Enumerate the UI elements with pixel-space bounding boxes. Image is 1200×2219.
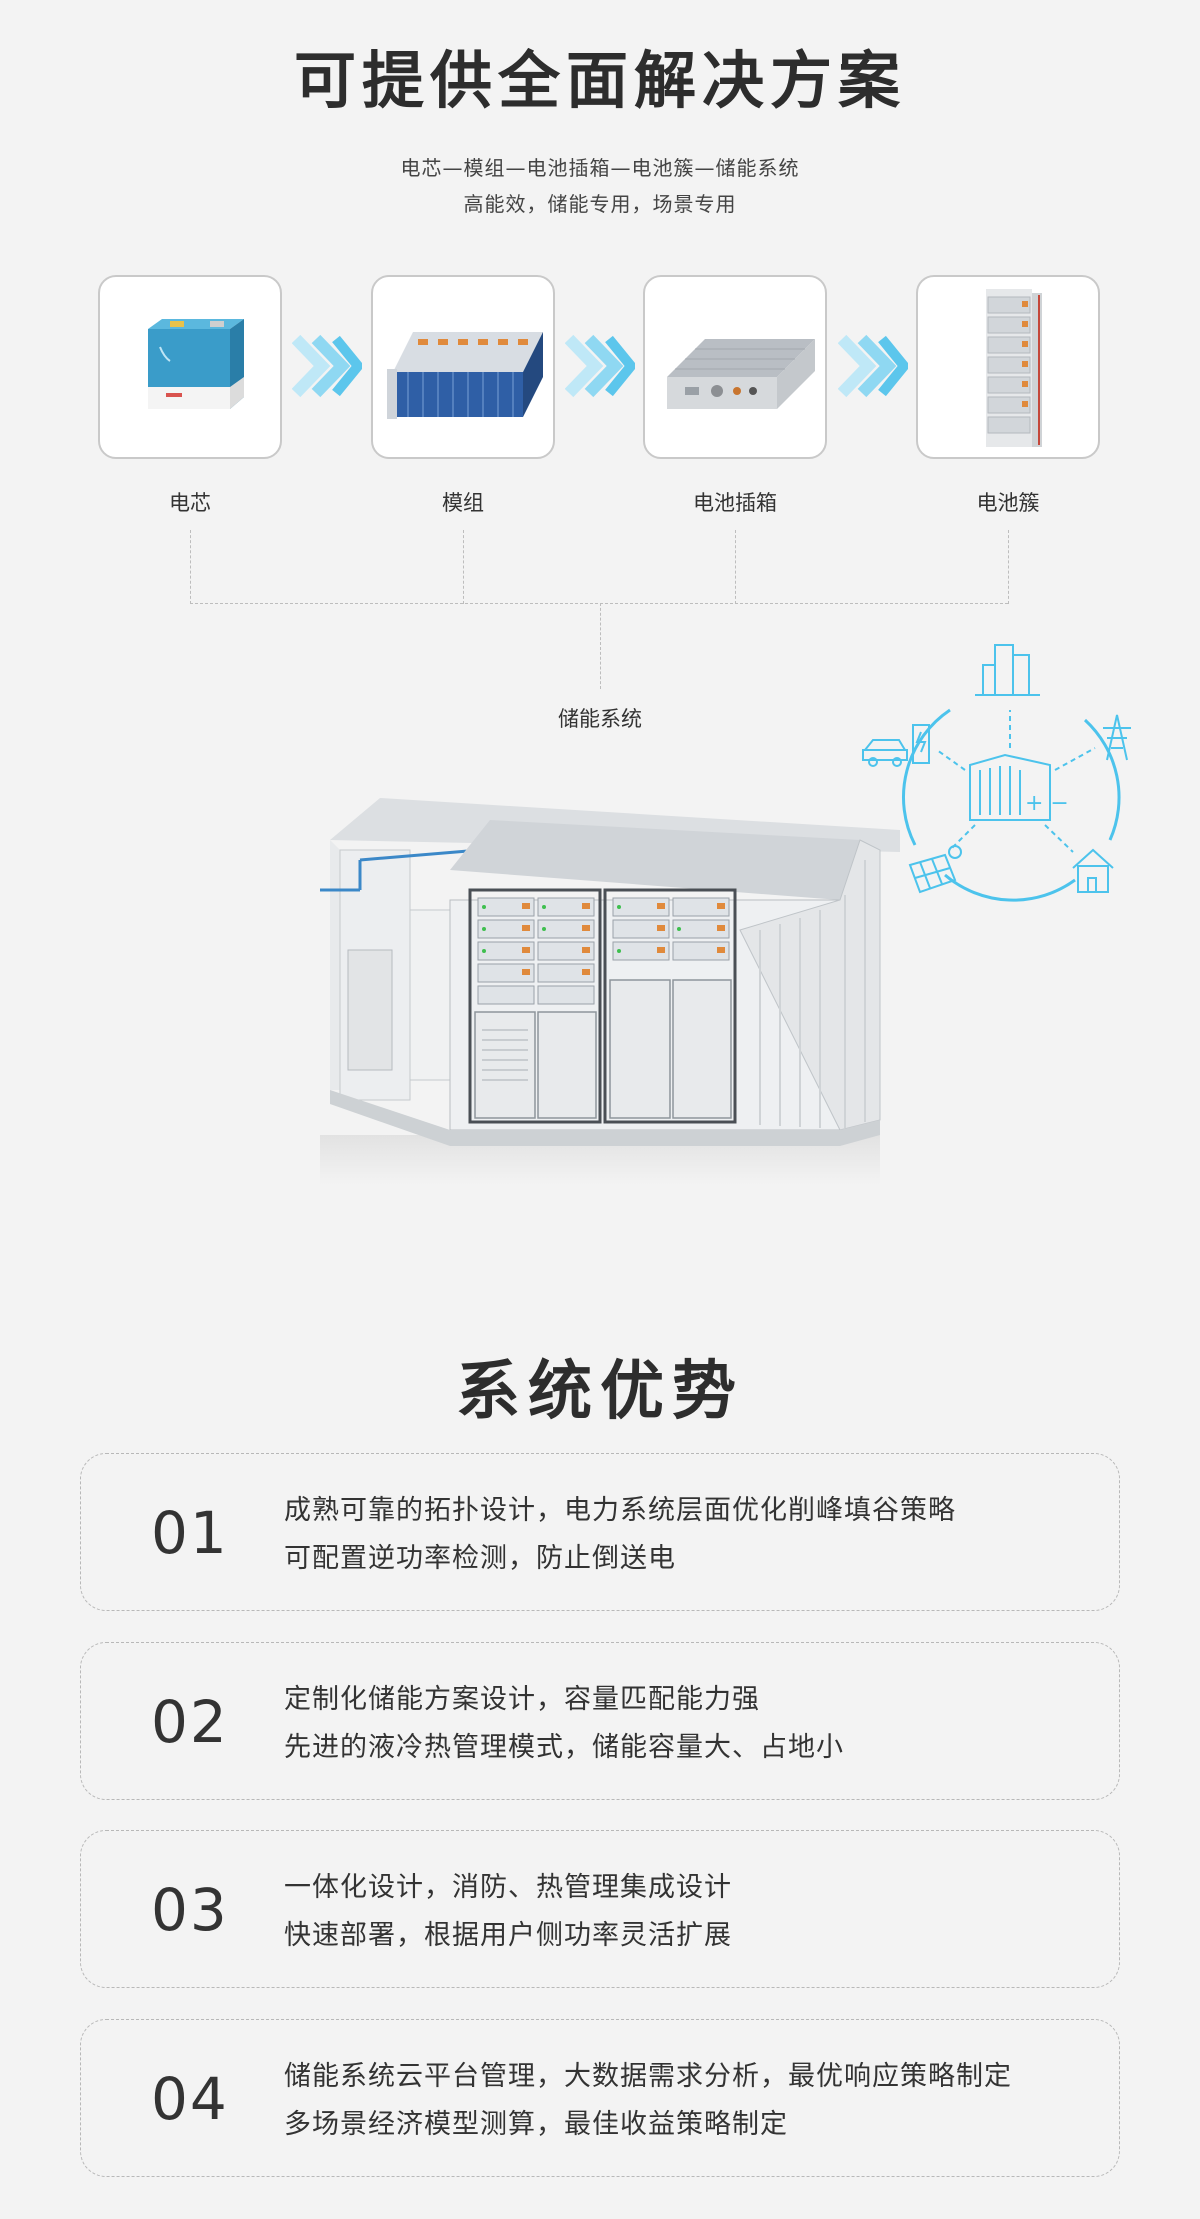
- advantages-title: 系统优势: [456, 1355, 744, 1429]
- page-title: 可提供全面解决方案: [293, 44, 906, 117]
- advantage-text: 储能系统云平台管理，大数据需求分析，最优响应策略制定: [284, 2061, 1012, 2092]
- advantage-card: 03 一体化设计，消防、热管理集成设计 快速部署，根据用户侧功率灵活扩展: [80, 1830, 1120, 1988]
- connector-line: [600, 603, 601, 689]
- energy-storage-container-image: [320, 798, 900, 1185]
- advantage-card: 02 定制化储能方案设计，容量匹配能力强 先进的液冷热管理模式，储能容量大、占地…: [80, 1642, 1120, 1800]
- advantage-number: 04: [151, 2065, 229, 2133]
- subtitle-chain: 电芯—模组—电池插箱—电池簇—储能系统: [400, 156, 800, 180]
- battery-module-image: [371, 275, 555, 459]
- connector-line: [463, 530, 464, 604]
- component-label-module: 模组: [442, 491, 484, 515]
- solar-panel-icon: [908, 845, 962, 894]
- component-label-cluster: 电池簇: [976, 491, 1040, 515]
- connector-line: [190, 603, 1008, 604]
- advantage-number: 03: [151, 1876, 229, 1944]
- ev-charging-icon: [862, 724, 930, 767]
- advantage-text: 一体化设计，消防、热管理集成设计: [284, 1872, 732, 1903]
- component-label-pack: 电池插箱: [693, 491, 777, 515]
- storage-unit-icon: + −: [969, 753, 1069, 821]
- chevron-right-icon: [565, 334, 635, 398]
- system-label: 储能系统: [558, 707, 642, 731]
- chevron-right-icon: [292, 334, 362, 398]
- advantage-number: 02: [151, 1688, 229, 1756]
- connector-line: [1008, 530, 1009, 604]
- advantage-card: 04 储能系统云平台管理，大数据需求分析，最优响应策略制定 多场景经济模型测算，…: [80, 2019, 1120, 2177]
- advantage-text: 成熟可靠的拓扑设计，电力系统层面优化削峰填谷策略: [284, 1495, 956, 1526]
- power-tower-icon: [1103, 714, 1131, 761]
- advantage-text: 可配置逆功率检测，防止倒送电: [284, 1543, 676, 1574]
- battery-pack-image: [643, 275, 827, 459]
- advantage-text: 先进的液冷热管理模式，储能容量大、占地小: [284, 1732, 844, 1763]
- advantage-text: 多场景经济模型测算，最佳收益策略制定: [284, 2109, 788, 2140]
- house-icon: [1072, 848, 1114, 893]
- connector-line: [190, 530, 191, 604]
- advantage-text: 定制化储能方案设计，容量匹配能力强: [284, 1684, 760, 1715]
- chevron-right-icon: [838, 334, 908, 398]
- connector-line: [735, 530, 736, 604]
- component-label-cell: 电芯: [169, 491, 211, 515]
- battery-cluster-image: [916, 275, 1100, 459]
- advantage-number: 01: [151, 1499, 229, 1567]
- battery-cell-image: [98, 275, 282, 459]
- advantage-card: 01 成熟可靠的拓扑设计，电力系统层面优化削峰填谷策略 可配置逆功率检测，防止倒…: [80, 1453, 1120, 1611]
- subtitle-features: 高能效，储能专用，场景专用: [463, 192, 737, 216]
- svg-text:+ −: + −: [1025, 791, 1069, 816]
- advantage-text: 快速部署，根据用户侧功率灵活扩展: [284, 1920, 732, 1951]
- application-scenarios-diagram: + −: [862, 644, 1131, 902]
- city-buildings-icon: [975, 644, 1040, 696]
